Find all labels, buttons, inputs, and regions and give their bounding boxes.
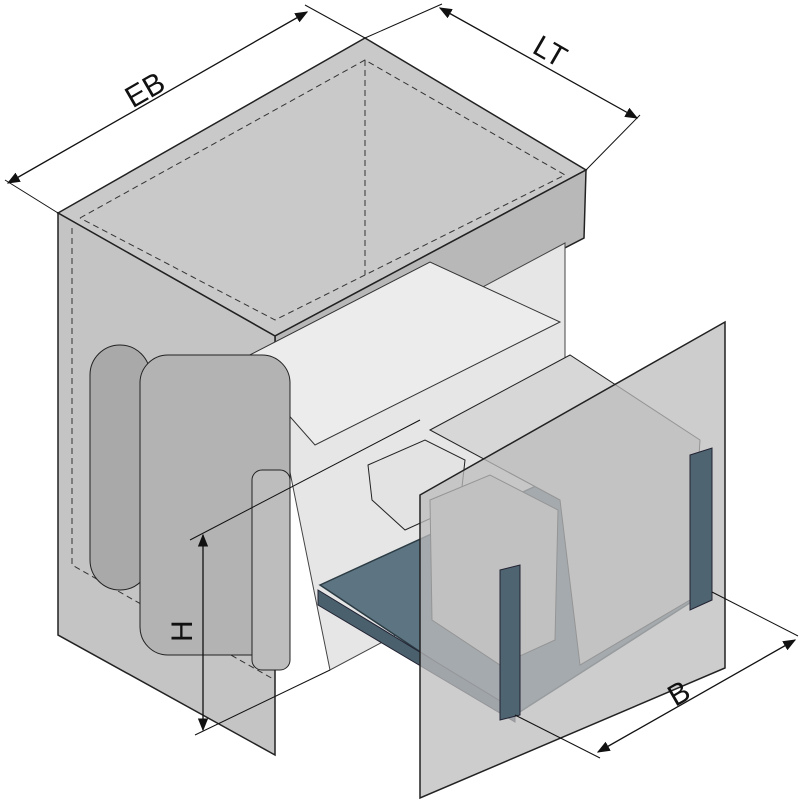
b-dimension-line <box>596 639 797 753</box>
eb-label: EB <box>120 66 171 115</box>
extension-line <box>194 669 331 736</box>
lt-label: LT <box>527 30 572 75</box>
drawer-front-frame <box>499 564 521 721</box>
eb-dimension-line <box>6 11 309 184</box>
extension-line <box>189 419 421 541</box>
drawer-side-frame <box>689 447 713 611</box>
h-label: H <box>166 620 199 642</box>
extension-line <box>304 4 366 39</box>
lt-dimension-line <box>438 7 639 119</box>
extension-line <box>4 179 59 214</box>
extension-line <box>364 3 443 39</box>
extension-line <box>711 591 799 637</box>
extension-line <box>585 114 641 171</box>
filter-cylinder <box>251 469 291 671</box>
extension-line <box>514 714 601 759</box>
cabinet-top-dashed <box>79 59 567 321</box>
